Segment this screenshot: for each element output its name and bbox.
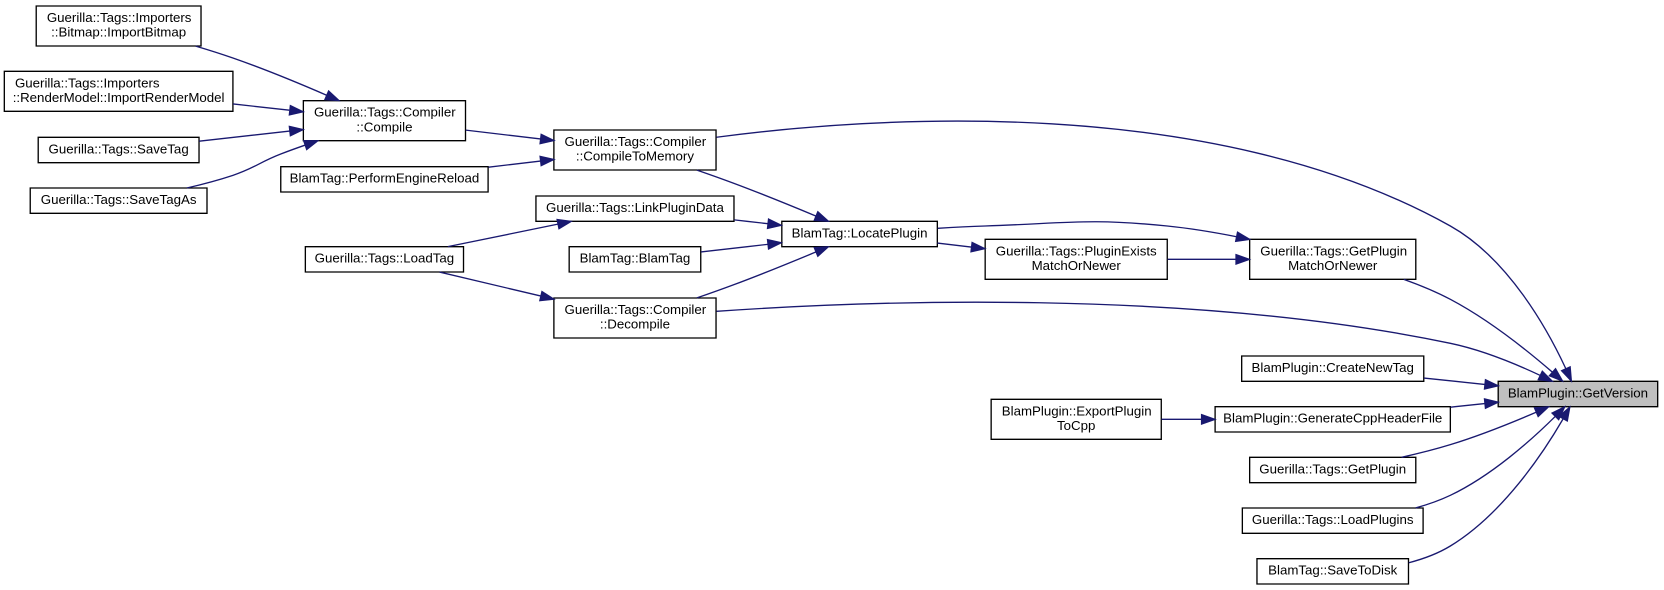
svg-text:::Bitmap::ImportBitmap: ::Bitmap::ImportBitmap xyxy=(51,25,186,40)
svg-text:Guerilla::Tags::GetPlugin: Guerilla::Tags::GetPlugin xyxy=(1260,243,1407,258)
svg-text:BlamPlugin::GetVersion: BlamPlugin::GetVersion xyxy=(1508,385,1648,400)
svg-text:::RenderModel::ImportRenderMod: ::RenderModel::ImportRenderModel xyxy=(13,90,225,105)
svg-text:Guerilla::Tags::LinkPluginData: Guerilla::Tags::LinkPluginData xyxy=(546,200,724,215)
svg-text:BlamTag::LocatePlugin: BlamTag::LocatePlugin xyxy=(792,225,928,240)
svg-text:Guerilla::Tags::Importers: Guerilla::Tags::Importers xyxy=(47,10,192,25)
svg-text:BlamTag::SaveToDisk: BlamTag::SaveToDisk xyxy=(1268,563,1397,578)
svg-text:Guerilla::Tags::GetPlugin: Guerilla::Tags::GetPlugin xyxy=(1259,461,1406,476)
svg-text:BlamTag::PerformEngineReload: BlamTag::PerformEngineReload xyxy=(290,171,480,186)
svg-text:Guerilla::Tags::Compiler: Guerilla::Tags::Compiler xyxy=(565,134,707,149)
svg-text:Guerilla::Tags::LoadPlugins: Guerilla::Tags::LoadPlugins xyxy=(1252,512,1414,527)
svg-text:BlamPlugin::CreateNewTag: BlamPlugin::CreateNewTag xyxy=(1252,360,1414,375)
svg-text:Guerilla::Tags::Compiler: Guerilla::Tags::Compiler xyxy=(314,105,456,120)
svg-text:Guerilla::Tags::SaveTag: Guerilla::Tags::SaveTag xyxy=(49,141,189,156)
svg-text:BlamPlugin::GenerateCppHeaderF: BlamPlugin::GenerateCppHeaderFile xyxy=(1223,411,1442,426)
svg-text:Guerilla::Tags::Importers: Guerilla::Tags::Importers xyxy=(15,75,160,90)
svg-text:::CompileToMemory: ::CompileToMemory xyxy=(576,149,694,164)
svg-text:Guerilla::Tags::Compiler: Guerilla::Tags::Compiler xyxy=(565,302,707,317)
svg-text:MatchOrNewer: MatchOrNewer xyxy=(1032,258,1122,273)
svg-text:MatchOrNewer: MatchOrNewer xyxy=(1288,258,1378,273)
svg-text:::Decompile: ::Decompile xyxy=(600,317,670,332)
svg-text:BlamTag::BlamTag: BlamTag::BlamTag xyxy=(580,251,691,266)
svg-text:BlamPlugin::ExportPlugin: BlamPlugin::ExportPlugin xyxy=(1002,403,1152,418)
svg-text:Guerilla::Tags::PluginExists: Guerilla::Tags::PluginExists xyxy=(996,243,1157,258)
svg-text:::Compile: ::Compile xyxy=(356,119,412,134)
svg-text:ToCpp: ToCpp xyxy=(1057,418,1095,433)
svg-text:Guerilla::Tags::SaveTagAs: Guerilla::Tags::SaveTagAs xyxy=(41,192,197,207)
svg-text:Guerilla::Tags::LoadTag: Guerilla::Tags::LoadTag xyxy=(315,251,454,266)
